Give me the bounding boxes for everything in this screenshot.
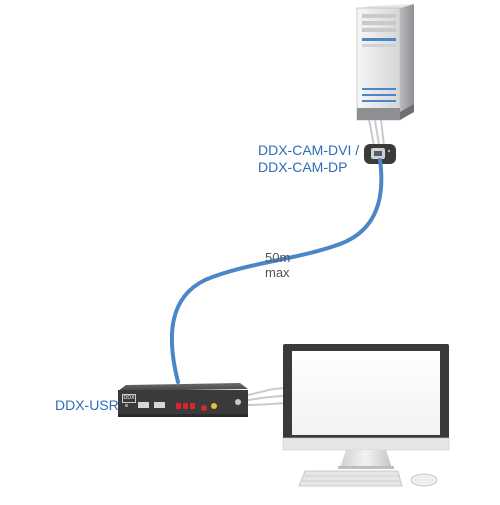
mouse-icon [410,473,438,487]
tower-pc-icon [356,4,414,147]
keyboard-icon [298,470,403,487]
cat-cable [169,158,384,384]
distance-label-line1: 50m [265,250,291,265]
distance-label-line2: max [265,265,290,280]
user-station-label: DDX-USR [55,397,119,413]
dongle-label-line2: DDX-CAM-DP [258,159,348,175]
device-logo: DDX [122,394,136,403]
monitor-icon [282,344,450,469]
cam-dongle-icon [364,144,396,164]
kvm-extender-icon [118,383,287,417]
dongle-label-line1: DDX-CAM-DVI / [258,142,360,158]
